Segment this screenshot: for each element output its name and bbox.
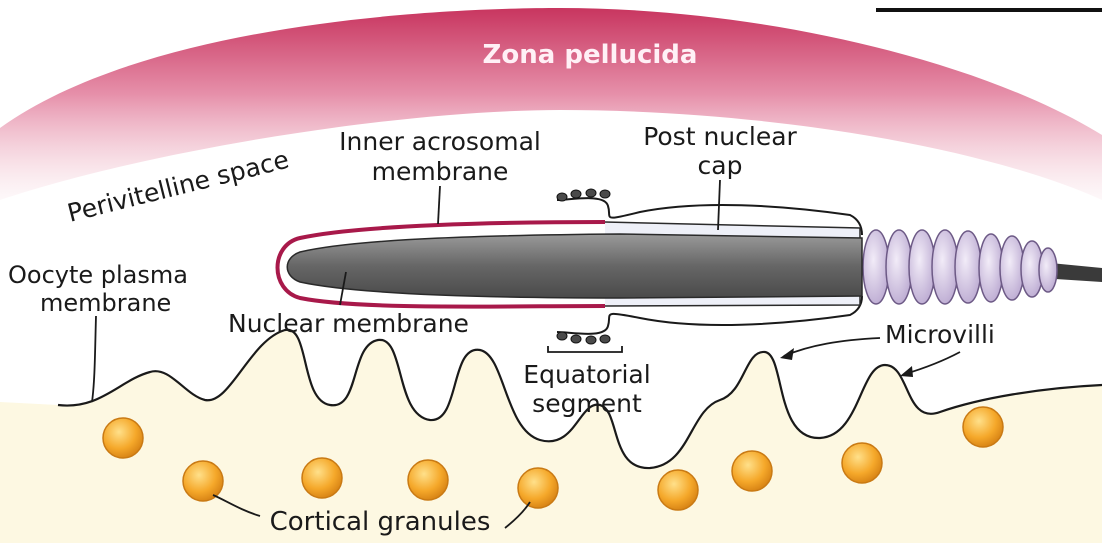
cortical-granule [302,458,342,498]
vesicle [586,189,596,197]
midpiece-ring [1039,248,1057,292]
label-post-nuclear-2: cap [698,151,743,180]
vesicle [600,190,610,198]
sperm-nucleus [287,234,862,298]
label-oocyte-2: membrane [40,289,171,317]
cortical-granule [103,418,143,458]
cortical-granule [658,470,698,510]
vesicle [600,335,610,343]
label-equatorial-1: Equatorial [523,360,650,389]
cortical-granule [963,407,1003,447]
cortical-granule [408,460,448,500]
cortical-granule [842,443,882,483]
label-inner-acrosomal-2: membrane [372,157,509,186]
vesicle [571,335,581,343]
label-nuclear-membrane: Nuclear membrane [228,309,469,338]
label-zona-pellucida: Zona pellucida [483,40,698,70]
label-cortical-granules: Cortical granules [270,507,491,537]
cortical-granule [518,468,558,508]
midpiece-ring [932,230,958,304]
label-equatorial-2: segment [532,389,642,418]
midpiece-ring [909,230,935,304]
cortical-granule [183,461,223,501]
vesicle [586,336,596,344]
vesicle [557,193,567,201]
midpiece-ring [863,230,889,304]
label-inner-acrosomal-1: Inner acrosomal [339,127,541,156]
label-microvilli: Microvilli [885,320,995,349]
cortical-granule [732,451,772,491]
vesicle [571,190,581,198]
label-post-nuclear-1: Post nuclear [643,122,797,151]
vesicle [557,332,567,340]
label-oocyte-1: Oocyte plasma [8,261,188,289]
midpiece-ring [955,231,981,303]
midpiece-ring [886,230,912,304]
